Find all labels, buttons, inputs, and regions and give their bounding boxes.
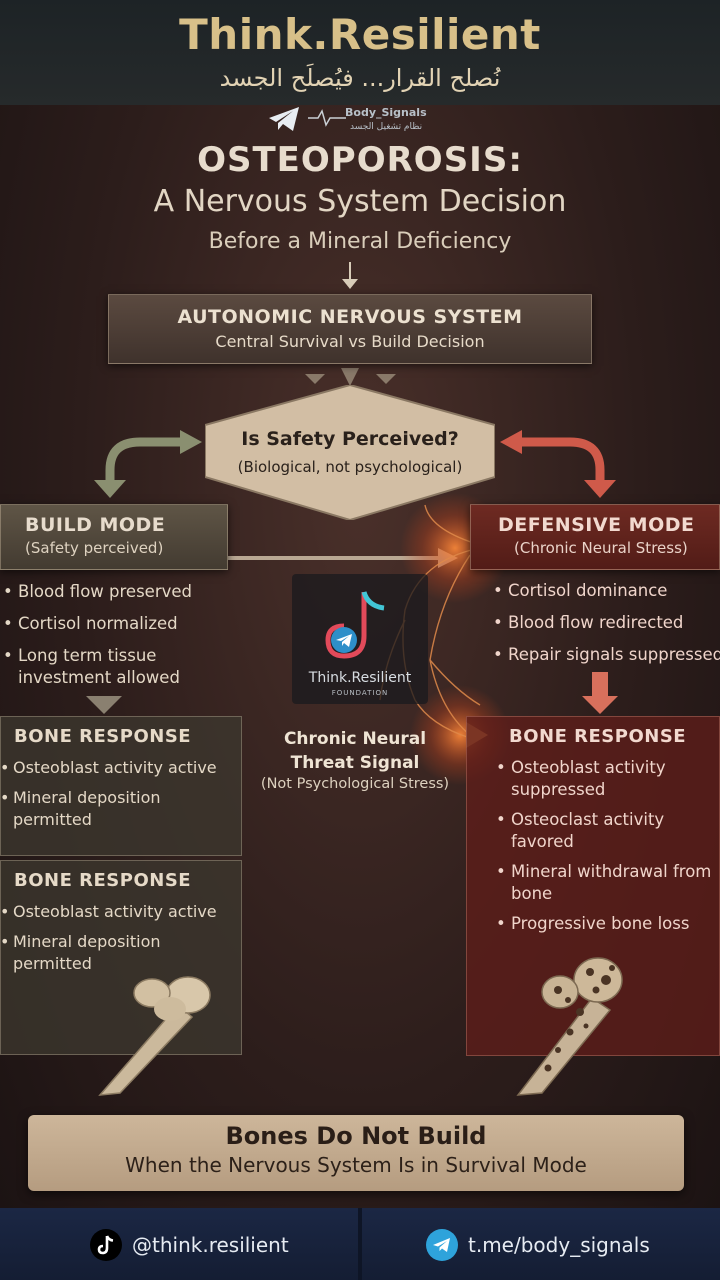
build-mode-subtitle: (Safety perceived) [25,539,164,557]
telegram-icon [426,1229,458,1261]
list-item: Repair signals suppressed [490,644,720,666]
subtitle-note: Before a Mineral Deficiency [208,229,512,254]
ans-subtitle: Central Survival vs Build Decision [215,332,485,351]
bone-response-title: BONE RESPONSE [14,870,192,891]
list-item: Progressive bone loss [493,913,719,935]
channel-name: Body_Signals [345,106,427,119]
brand-title: Think.Resilient [179,10,541,59]
arrow-defensive-to-bone-right [582,672,618,714]
list-item: Osteoblast activity active [0,901,241,923]
bone-response-bullets: Osteoblast activity active Mineral depos… [0,757,241,831]
bone-response-right: BONE RESPONSE Osteoblast activity suppre… [466,716,720,1056]
tiktok-handle: @think.resilient [132,1233,289,1257]
decision-subtitle: (Biological, not psychological) [237,458,463,476]
arrow-build-to-bone-left [86,696,122,714]
decision-hexagon [205,385,495,520]
summary-subtitle: When the Nervous System Is in Survival M… [125,1153,587,1177]
chronic-signal-subtitle: (Not Psychological Stress) [260,776,450,792]
bone-response-title: BONE RESPONSE [14,726,192,747]
decision-title: Is Safety Perceived? [241,428,459,450]
tiktok-telegram-logo-icon [325,591,385,659]
list-item: Mineral deposition permitted [0,787,241,831]
social-bar-divider [358,1208,362,1280]
list-item: Mineral deposition permitted [0,931,241,975]
logo-text: Think.Resilient [308,670,412,686]
chronic-signal-title: Chronic Neural Threat Signal [255,727,455,775]
list-item: Cortisol dominance [490,580,720,602]
heartbeat-icon [308,109,346,127]
header-band [0,0,720,105]
tiktok-link[interactable]: @think.resilient [90,1228,289,1262]
list-item: Osteoblast activity active [0,757,241,779]
brand-tagline-arabic: نُصلح القرار... فيُصلَح الجسد [219,64,501,92]
subtitle: A Nervous System Decision [153,184,567,219]
defensive-mode-header: DEFENSIVE MODE (Chronic Neural Stress) [470,504,720,570]
bone-response-bullets: Osteoblast activity active Mineral depos… [0,901,241,975]
arrows-ans-to-decision [305,368,396,386]
bone-response-left-1: BONE RESPONSE Osteoblast activity active… [0,716,242,856]
list-item: Long term tissue investment allowed [0,645,240,689]
bone-response-left-2: BONE RESPONSE Osteoblast activity active… [0,860,242,1055]
telegram-handle: t.me/body_signals [468,1233,650,1257]
channel-name-arabic: نظام تشغيل الجسد [350,122,423,132]
list-item: Blood flow redirected [490,612,720,634]
chronic-title-line2: Threat Signal [290,753,420,773]
list-item: Cortisol normalized [0,613,240,635]
defensive-mode-subtitle: (Chronic Neural Stress) [514,539,688,557]
defensive-mode-bullets: Cortisol dominance Blood flow redirected… [490,580,720,676]
telegram-link[interactable]: t.me/body_signals [426,1228,650,1262]
ans-box: AUTONOMIC NERVOUS SYSTEM Central Surviva… [108,294,592,364]
summary-title: Bones Do Not Build [225,1122,487,1150]
telegram-icon [269,107,299,131]
summary-box: Bones Do Not Build When the Nervous Syst… [28,1115,684,1191]
arrow-down-to-ans [342,262,358,289]
bone-response-bullets: Osteoblast activity suppressed Osteoclas… [493,757,719,935]
healthy-bone-illustration [98,976,211,1096]
list-item: Blood flow preserved [0,581,240,603]
arrow-decision-to-build [94,430,202,498]
logo-foundation-text: FOUNDATION [331,689,389,697]
defensive-mode-title: DEFENSIVE MODE [498,514,695,536]
build-mode-header: BUILD MODE (Safety perceived) [0,504,228,570]
porous-bone-illustration [516,957,623,1096]
build-mode-bullets: Blood flow preserved Cortisol normalized… [0,581,240,699]
chronic-title-line1: Chronic Neural [283,729,427,749]
list-item: Osteoclast activity favored [493,809,719,853]
list-item: Osteoblast activity suppressed [493,757,719,801]
list-item: Mineral withdrawal from bone [493,861,719,905]
tiktok-icon [90,1229,122,1261]
bone-response-title: BONE RESPONSE [509,726,687,747]
foundation-logo [292,574,428,704]
main-title: OSTEOPOROSIS: [197,140,523,180]
ans-title: AUTONOMIC NERVOUS SYSTEM [177,306,523,328]
build-mode-title: BUILD MODE [25,514,166,536]
arrow-decision-to-defensive [500,430,616,498]
